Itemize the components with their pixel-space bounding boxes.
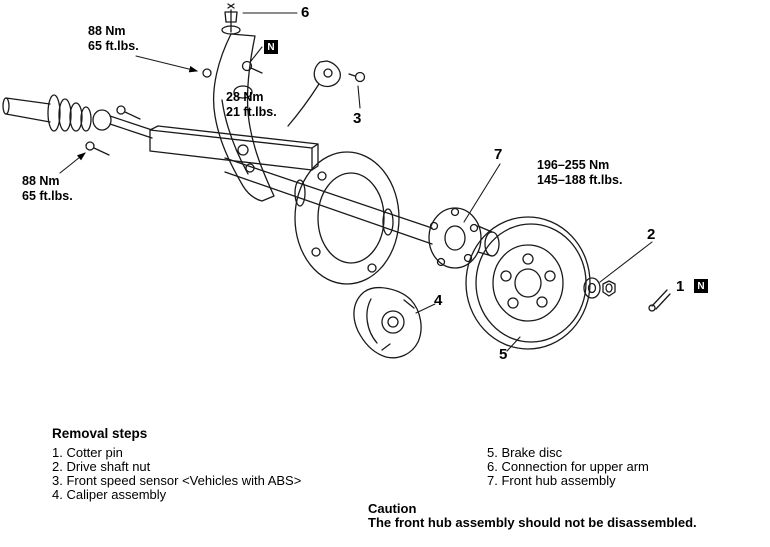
torque-value-ftlbs: 145–188 ft.lbs. — [537, 173, 623, 187]
caution-block: Caution The front hub assembly should no… — [368, 502, 697, 530]
removal-steps-title: Removal steps — [52, 426, 148, 441]
legend-section: Removal steps 1. Cotter pin 2. Drive sha… — [0, 420, 770, 547]
sensor-bolt — [348, 71, 366, 83]
speed-sensor — [287, 60, 341, 127]
pinch-bolt — [241, 60, 263, 74]
torque-label-right: 196–255 Nm 145–188 ft.lbs. — [537, 158, 622, 188]
removal-steps-list-left: 1. Cotter pin 2. Drive shaft nut 3. Fron… — [52, 446, 302, 502]
list-item: 4. Caliper assembly — [52, 487, 167, 502]
knuckle-bolt — [202, 68, 212, 78]
torque-value: 88 Nm — [22, 174, 60, 188]
callout-3: 3 — [353, 110, 362, 127]
drive-shaft — [2, 94, 153, 139]
drive-shaft-nut — [602, 280, 616, 297]
torque-value: 196–255 Nm — [537, 158, 610, 172]
torque-label-mid: 28 Nm 21 ft.lbs. — [226, 90, 277, 120]
front-hub — [428, 207, 500, 269]
list-item: 5. Brake disc — [487, 445, 563, 460]
washer — [583, 277, 601, 299]
n-marker-top: N — [264, 40, 278, 54]
callout-6: 6 — [301, 4, 310, 21]
shaft-bolt-upper — [116, 105, 141, 120]
list-item: 6. Connection for upper arm — [487, 459, 649, 474]
torque-value-ftlbs: 65 ft.lbs. — [22, 189, 73, 203]
lower-arm-rail — [149, 125, 319, 171]
cotter-pin — [648, 289, 671, 312]
caliper — [353, 287, 422, 359]
list-item: 3. Front speed sensor <Vehicles with ABS… — [52, 473, 302, 488]
n-marker-right: N — [694, 279, 708, 293]
torque-label-upper-left: 88 Nm 65 ft.lbs. — [88, 24, 139, 54]
torque-value: 88 Nm — [88, 24, 126, 38]
torque-value-ftlbs: 65 ft.lbs. — [88, 39, 139, 53]
list-item: 2. Drive shaft nut — [52, 459, 151, 474]
torque-value: 28 Nm — [226, 90, 264, 104]
caution-title: Caution — [368, 501, 417, 516]
list-item: 7. Front hub assembly — [487, 473, 616, 488]
torque-label-left: 88 Nm 65 ft.lbs. — [22, 174, 73, 204]
exploded-view-diagram: 88 Nm 65 ft.lbs. 6 N 28 Nm 21 ft.lbs. 3 … — [2, 3, 708, 363]
callout-4: 4 — [434, 292, 443, 309]
diagram-line-art — [2, 3, 671, 359]
dust-shield — [294, 151, 400, 285]
removal-steps-list-right: 5. Brake disc 6. Connection for upper ar… — [487, 446, 757, 488]
callout-5: 5 — [499, 346, 508, 363]
leader-lines — [59, 12, 653, 352]
shaft-bolt-lower — [85, 141, 110, 156]
upper-arm-ball-joint — [221, 3, 241, 35]
callout-2: 2 — [647, 226, 656, 243]
brake-disc — [465, 216, 591, 350]
torque-value-ftlbs: 21 ft.lbs. — [226, 105, 277, 119]
caution-text: The front hub assembly should not be dis… — [368, 515, 697, 530]
axle-shaft — [224, 157, 433, 245]
steering-knuckle — [212, 33, 275, 202]
callout-7: 7 — [494, 146, 503, 163]
callout-1: 1 — [676, 278, 685, 295]
list-item: 1. Cotter pin — [52, 445, 123, 460]
